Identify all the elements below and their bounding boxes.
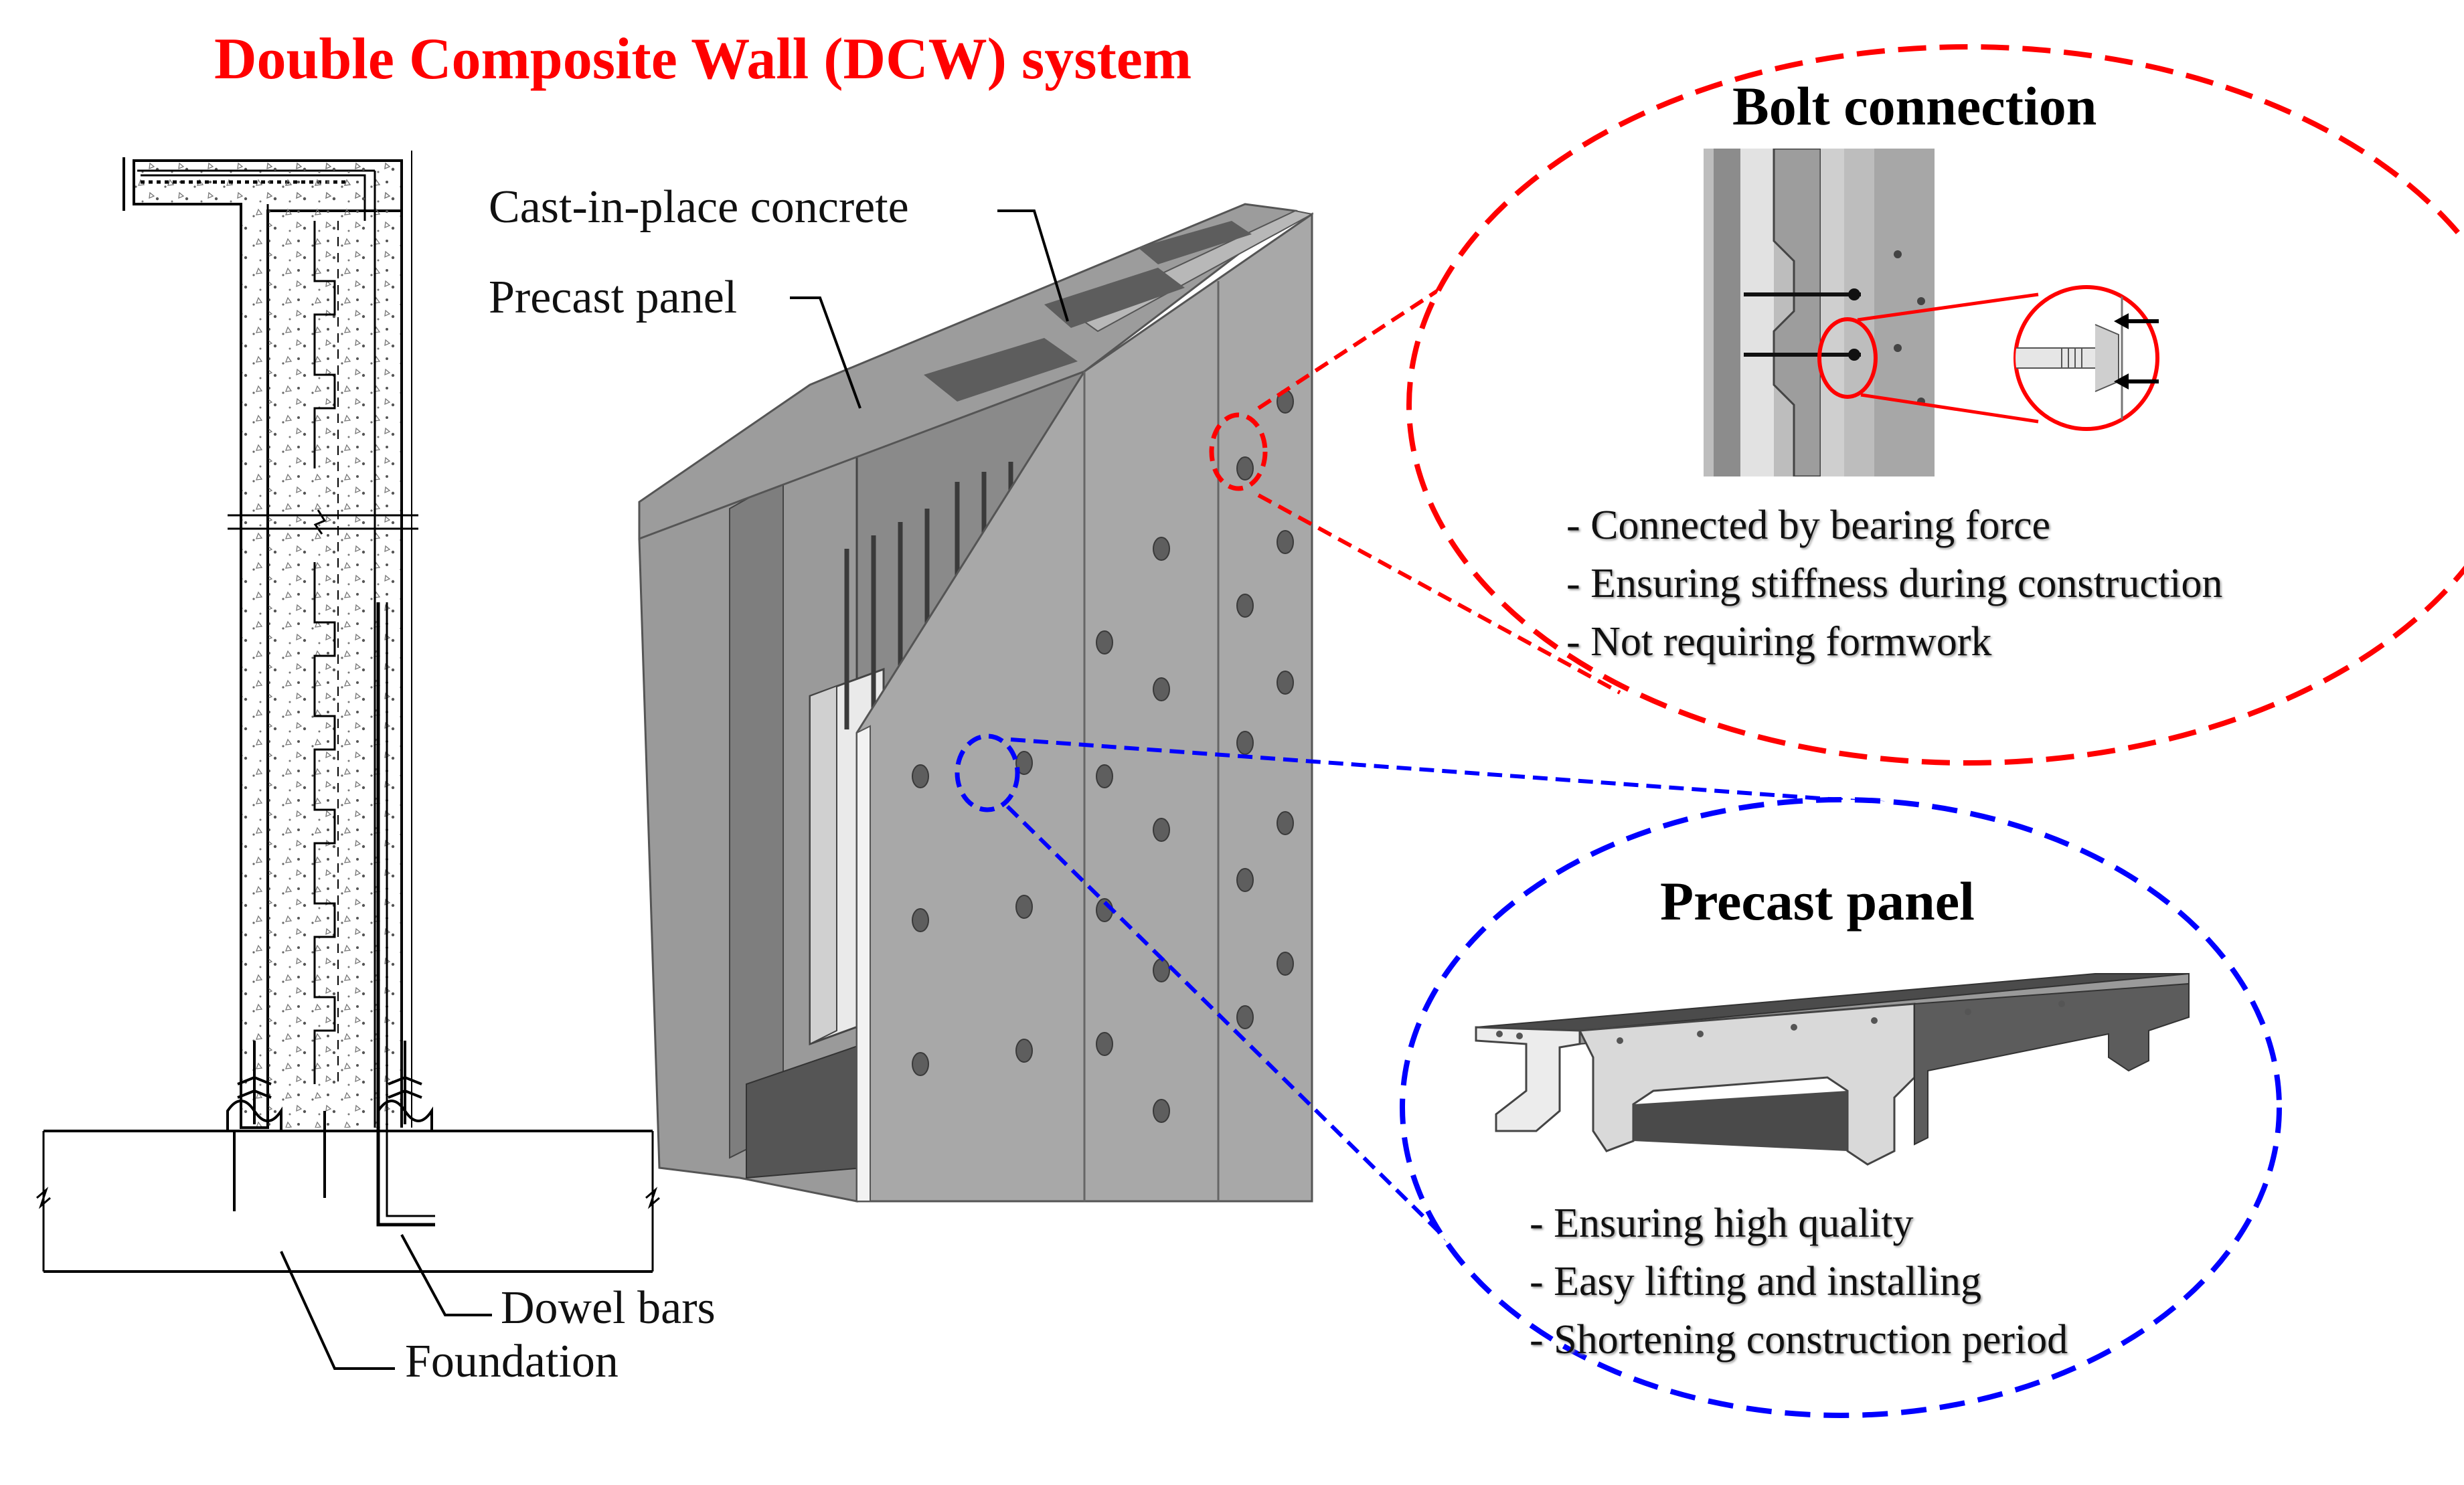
bolt-hole [1096, 1032, 1113, 1056]
bolt-callout-graphics [1209, 44, 2464, 766]
bolt-hole [912, 764, 929, 788]
bolt-hole [1153, 818, 1170, 842]
bolt-hole [1236, 1005, 1254, 1029]
panel-bullet: - Ensuring high quality [1530, 1201, 1914, 1246]
precast-panel-title: Precast panel [1660, 871, 1975, 932]
bolt-hole [912, 1052, 929, 1076]
bolt-hole [1236, 868, 1254, 892]
bolt-hole [1015, 751, 1033, 775]
bolt-hole [1153, 537, 1170, 561]
bolt-hole [1153, 677, 1170, 701]
bolt-hole [1096, 764, 1113, 788]
label-foundation: Foundation [405, 1336, 619, 1387]
bolt-hole [1153, 958, 1170, 982]
wall-section-drawing [36, 151, 660, 1370]
bolt-hole [1236, 731, 1254, 755]
bolt-hole [1277, 952, 1294, 976]
wall-3d-render [638, 203, 1314, 1203]
panel-callout-graphics [955, 733, 2282, 1418]
bolt-bullet: - Not requiring formwork [1566, 619, 1992, 665]
bolt-hole [1277, 671, 1294, 695]
bolt-hole [1015, 895, 1033, 919]
bolt-hole [1277, 811, 1294, 835]
diagram-title: Double Composite Wall (DCW) system [214, 27, 1192, 92]
bolt-connection-bullets: - Connected by bearing force - Ensuring … [1566, 497, 2222, 671]
bolt-hole [1236, 594, 1254, 618]
bolt-hole [1015, 1039, 1033, 1063]
bolt-bullet: - Ensuring stiffness during construction [1566, 561, 2223, 606]
label-cast-in-place-concrete: Cast-in-place concrete [489, 181, 909, 233]
label-dowel-bars: Dowel bars [501, 1282, 716, 1334]
bolt-hole [1153, 1099, 1170, 1123]
panel-bullet: - Shortening construction period [1530, 1317, 2068, 1363]
label-precast-panel: Precast panel [489, 272, 738, 323]
bolt-bullet: - Connected by bearing force [1566, 503, 2051, 548]
bolt-hole [1277, 530, 1294, 554]
bolt-hole [1236, 456, 1254, 481]
precast-panel-bullets: - Ensuring high quality - Easy lifting a… [1530, 1195, 2068, 1369]
bolt-hole [1096, 630, 1113, 654]
panel-bullet: - Easy lifting and installing [1530, 1259, 1982, 1304]
bolt-hole [912, 908, 929, 932]
bolt-connection-title: Bolt connection [1732, 76, 2097, 137]
